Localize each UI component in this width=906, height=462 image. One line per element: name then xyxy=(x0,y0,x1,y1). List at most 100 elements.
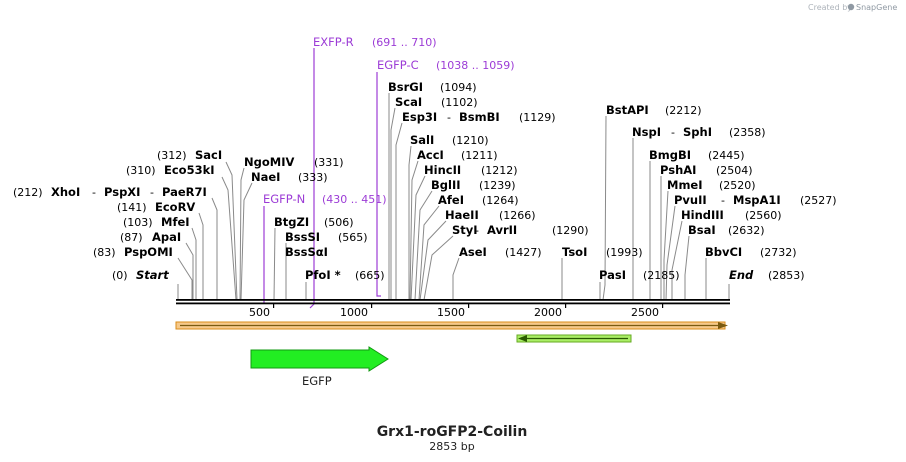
site-bstapi[interactable]: BstAPI (2212) xyxy=(606,103,702,117)
site-bbvci-name: BbvCI xyxy=(705,245,742,259)
site-apai-position: (87) xyxy=(120,231,143,244)
sequence-bottom-strand xyxy=(176,302,730,305)
site-apai-name: ApaI xyxy=(152,230,181,244)
site-pspomi[interactable]: PspOMI(83) xyxy=(93,245,173,259)
site-end-position: (2853) xyxy=(768,269,805,282)
site-esp3i-position: (1129) xyxy=(519,111,556,124)
site-acci-name: AccI xyxy=(417,148,444,162)
leader-naei xyxy=(240,182,253,301)
site-pfoi-name: PfoI * xyxy=(305,268,341,282)
site-pfoi-position: (665) xyxy=(355,269,385,282)
site-start-name: Start xyxy=(136,268,169,282)
primer-exfp-r-name: EXFP-R xyxy=(313,35,354,49)
site-nspi-separator: - xyxy=(671,126,675,139)
site-eco53ki[interactable]: Eco53kI(310) xyxy=(126,163,215,177)
snapgene-logo-icon xyxy=(847,3,855,11)
site-bsssai[interactable]: BssSαI xyxy=(285,245,328,259)
site-bstapi-name: BstAPI xyxy=(606,103,649,117)
leader-mmei xyxy=(663,190,669,300)
feature-backbone[interactable] xyxy=(175,321,728,330)
ruler-label-2000: 2000 xyxy=(534,306,562,319)
site-bglii-name: BglII xyxy=(431,178,461,192)
site-bsrgi[interactable]: BsrGI(1094) xyxy=(388,80,477,94)
site-mmei[interactable]: MmeI(2520) xyxy=(667,178,756,192)
site-afei[interactable]: AfeI(1264) xyxy=(438,193,519,207)
site-bmgbi-position: (2445) xyxy=(708,149,745,162)
site-mfei-name: MfeI xyxy=(161,215,190,229)
site-pshai[interactable]: PshAI(2504) xyxy=(660,163,753,177)
site-nspi-name2: SphI xyxy=(683,125,712,139)
site-styi-name2: AvrII xyxy=(487,223,517,237)
site-btgzi[interactable]: BtgZI(506) xyxy=(274,215,354,229)
site-hincii-name: HincII xyxy=(424,163,461,177)
site-haeii[interactable]: HaeII(1266) xyxy=(445,208,536,222)
primer-egfp-c[interactable]: EGFP-C (1038 .. 1059) xyxy=(377,58,515,72)
site-hindiii-position: (2560) xyxy=(745,209,782,222)
site-mmei-position: (2520) xyxy=(719,179,756,192)
site-eco53ki-name: Eco53kI xyxy=(164,163,215,177)
site-hindiii-name: HindIII xyxy=(681,208,724,222)
site-bbvci[interactable]: BbvCI(2732) xyxy=(705,245,797,259)
leader-mfei xyxy=(191,227,197,300)
site-ecorv-name: EcoRV xyxy=(155,200,195,214)
site-tsoi-name: TsoI xyxy=(562,245,587,259)
site-xhoi[interactable]: XhoI-PspXI-PaeR7I(212) xyxy=(13,185,207,199)
site-styi-separator: - xyxy=(475,224,479,237)
site-naei[interactable]: NaeI(333) xyxy=(251,170,328,184)
site-styi-name: StyI xyxy=(452,223,478,237)
site-sali-name: SalI xyxy=(410,133,434,147)
leader-asei xyxy=(452,257,460,300)
site-pvuii-separator: - xyxy=(721,194,725,207)
site-sali[interactable]: SalI (1210) xyxy=(410,133,489,147)
site-start[interactable]: Start(0) xyxy=(112,268,169,282)
leader-esp3i xyxy=(395,122,403,300)
site-esp3i[interactable]: Esp3I-BsmBI(1129) xyxy=(402,110,556,124)
site-hindiii[interactable]: HindIII (2560) xyxy=(681,208,782,222)
site-nspi[interactable]: NspI-SphI(2358) xyxy=(632,125,766,139)
site-sali-position: (1210) xyxy=(452,134,489,147)
site-bsai-name: BsaI xyxy=(688,223,716,237)
primer-egfp-n[interactable]: EGFP-N (430 .. 451) xyxy=(263,192,387,206)
site-pasi[interactable]: PasI(2185) xyxy=(599,268,680,282)
site-tsoi-position: (1993) xyxy=(606,246,643,259)
site-end[interactable]: End (2853) xyxy=(729,268,805,282)
site-mfei[interactable]: MfeI(103) xyxy=(123,215,190,229)
site-tsoi[interactable]: TsoI (1993) xyxy=(562,245,643,259)
site-haeii-position: (1266) xyxy=(499,209,536,222)
primer-exfp-r[interactable]: EXFP-R (691 .. 710) xyxy=(313,35,437,49)
site-hincii-position: (1212) xyxy=(481,164,518,177)
site-bstapi-position: (2212) xyxy=(665,104,702,117)
site-acci[interactable]: AccI(1211) xyxy=(417,148,498,162)
site-bglii[interactable]: BglII(1239) xyxy=(431,178,516,192)
primer-egfp-c-position: (1038 .. 1059) xyxy=(436,59,515,72)
leader-pspomi xyxy=(177,257,193,300)
site-saci[interactable]: SacI(312) xyxy=(157,148,222,162)
site-scai[interactable]: ScaI(1102) xyxy=(395,95,478,109)
ruler-label-500: 500 xyxy=(249,306,270,319)
site-ecorv[interactable]: EcoRV(141) xyxy=(117,200,195,214)
site-bsssai-name: BssSαI xyxy=(285,245,328,259)
credit-text: Created by xyxy=(808,3,852,12)
site-asei[interactable]: AseI(1427) xyxy=(459,245,542,259)
site-bsai[interactable]: BsaI(2632) xyxy=(688,223,765,237)
site-pvuii-name: PvuII xyxy=(674,193,707,207)
site-end-name: End xyxy=(729,268,754,282)
site-styi[interactable]: StyI-AvrII(1290) xyxy=(452,223,589,237)
site-bsssi-position: (565) xyxy=(338,231,368,244)
site-pvuii[interactable]: PvuII-MspA1I(2527) xyxy=(674,193,837,207)
site-bsrgi-position: (1094) xyxy=(440,81,477,94)
ruler-tick-500 xyxy=(273,304,275,308)
site-hincii[interactable]: HincII (1212) xyxy=(424,163,518,177)
site-apai[interactable]: ApaI (87) xyxy=(120,230,181,244)
feature-egfp[interactable] xyxy=(250,346,389,372)
site-ngomiv[interactable]: NgoMIV(331) xyxy=(244,155,344,169)
feature-unlabeled-reverse[interactable] xyxy=(516,334,632,343)
site-naei-position: (333) xyxy=(298,171,328,184)
site-bmgbi[interactable]: BmgBI(2445) xyxy=(649,148,745,162)
site-pfoi[interactable]: PfoI * (665) xyxy=(305,268,385,282)
site-pshai-position: (2504) xyxy=(716,164,753,177)
site-bsssi[interactable]: BssSI(565) xyxy=(285,230,368,244)
site-nspi-position: (2358) xyxy=(729,126,766,139)
site-esp3i-separator: - xyxy=(447,111,451,124)
